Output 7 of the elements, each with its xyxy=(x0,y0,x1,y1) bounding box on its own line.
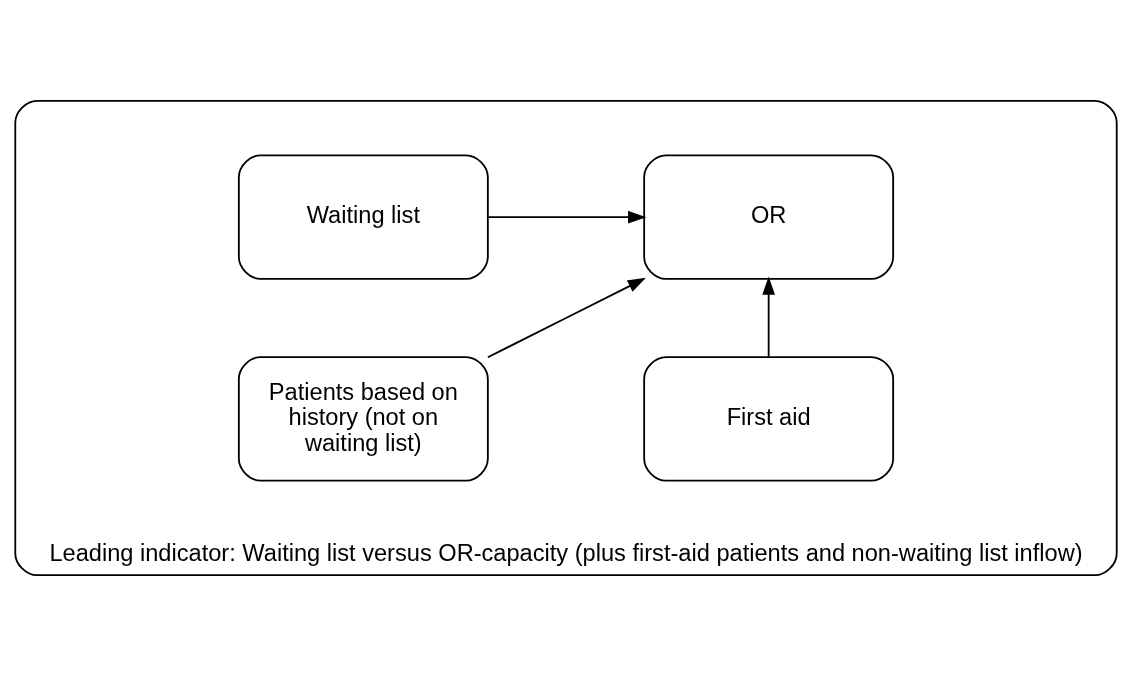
node-box: First aid xyxy=(643,355,895,482)
arrow xyxy=(486,210,647,223)
node-box: OR xyxy=(643,153,895,280)
arrow xyxy=(486,277,646,358)
node-box: Patients based on history (not on waiting list) xyxy=(237,355,489,482)
arrow xyxy=(762,276,776,358)
node-box: Waiting list xyxy=(237,153,489,280)
